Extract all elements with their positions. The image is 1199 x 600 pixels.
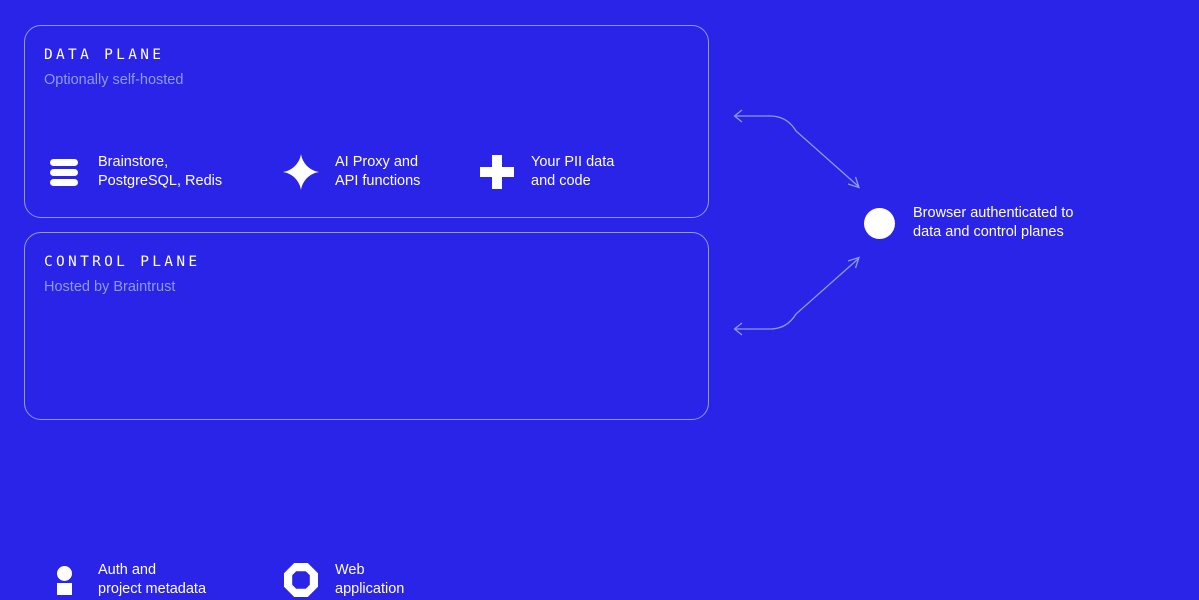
circle-node-icon [864,208,895,239]
card-data-plane: DATA PLANE Optionally self-hosted Brains… [24,25,709,218]
browser-node-label: Browser authenticated to data and contro… [913,205,1074,240]
feature-auth-metadata-label: Auth and project metadata [98,562,207,597]
feature-brainstore: Brainstore, PostgreSQL, Redis [44,152,281,192]
feature-brainstore-label: Brainstore, PostgreSQL, Redis [98,154,223,189]
feature-auth-metadata: Auth and project metadata [44,560,281,600]
connector-arrows [733,109,861,336]
feature-ai-proxy: AI Proxy and API functions [281,152,477,192]
control-plane-feature-list: Auth and project metadata Web applicatio… [44,560,477,600]
person-icon [44,560,84,600]
feature-web-application-label: Web application [335,562,405,597]
diagram-canvas: DATA PLANE Optionally self-hosted Brains… [24,25,1074,597]
plus-icon [477,152,517,192]
card-control-plane-subtitle: Hosted by Braintrust [44,279,176,295]
feature-ai-proxy-label: AI Proxy and API functions [335,154,421,189]
arrow-data-plane-to-browser [733,109,861,189]
arrow-control-plane-to-browser [733,256,861,336]
database-stack-icon [44,152,84,192]
data-plane-feature-list: Brainstore, PostgreSQL, Redis AI Proxy a… [44,152,677,192]
feature-web-application: Web application [281,560,477,600]
card-data-plane-title: DATA PLANE [44,47,165,63]
feature-pii-data: Your PII data and code [477,152,677,192]
card-control-plane-header: CONTROL PLANE Hosted by Braintrust [44,253,200,296]
feature-pii-data-label: Your PII data and code [531,154,615,189]
card-control-plane: CONTROL PLANE Hosted by Braintrust Auth … [24,232,709,597]
card-data-plane-header: DATA PLANE Optionally self-hosted [44,46,183,89]
card-control-plane-title: CONTROL PLANE [44,254,201,270]
sparkle-icon [281,152,321,192]
octagon-icon [281,560,321,600]
card-data-plane-subtitle: Optionally self-hosted [44,72,184,88]
